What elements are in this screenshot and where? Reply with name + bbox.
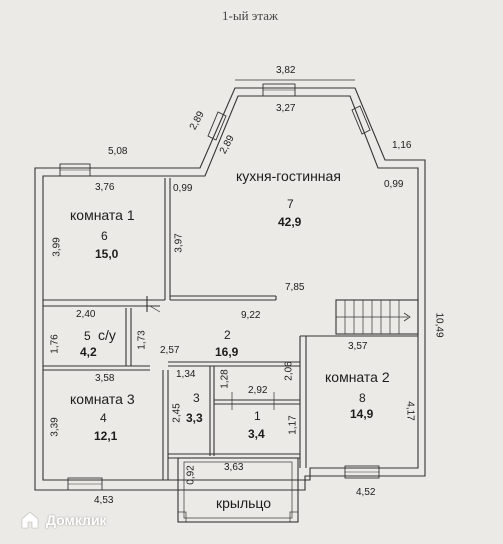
- window: [207, 111, 227, 141]
- window: [351, 105, 371, 135]
- dim-bay-top: 3,82: [276, 65, 296, 76]
- dim-r1-top: 2,92: [248, 385, 268, 396]
- dim-room3-left: 3,39: [49, 417, 61, 437]
- porch: [177, 457, 299, 523]
- room-3-number: 3: [193, 391, 200, 405]
- dim-top-left-outer: 5,08: [108, 146, 128, 157]
- dim-room1-left: 3,99: [51, 237, 63, 257]
- room-5-name: с/у: [98, 327, 116, 343]
- dim-kitchen-right-inner: 0,99: [384, 179, 404, 190]
- watermark-text: Домклик: [46, 512, 107, 528]
- dim-wc-left: 1,76: [49, 334, 61, 354]
- room-7-number: 7: [287, 197, 294, 211]
- dim-room1-right: 3,97: [173, 233, 185, 253]
- dim-r1-right: 1,17: [287, 415, 299, 435]
- dim-porch-top: 3,63: [224, 462, 244, 473]
- dim-bay-inner: 3,27: [276, 103, 296, 114]
- room-8-name: комната 2: [325, 369, 390, 385]
- dim-kitchen-bottom: 7,85: [285, 282, 305, 293]
- dim-bottom-right: 4,52: [356, 487, 376, 498]
- room-2-area: 16,9: [215, 345, 239, 359]
- room-7-area: 42,9: [278, 215, 302, 229]
- dim-wc-top: 2,40: [76, 309, 96, 320]
- room-6-name: комната 1: [70, 207, 135, 223]
- dim-hall-top: 9,22: [241, 310, 261, 321]
- room-1-number: 1: [254, 409, 261, 423]
- room-6-number: 6: [101, 229, 108, 243]
- dim-r3-left: 2,45: [171, 403, 183, 423]
- dim-room3-top: 3,58: [95, 373, 115, 384]
- room-6-area: 15,0: [95, 247, 119, 261]
- room-8-area: 14,9: [350, 407, 374, 421]
- dim-room1-top: 3,76: [95, 182, 115, 193]
- domclick-watermark: Домклик: [20, 510, 107, 530]
- dim-right-total: 10,49: [433, 312, 445, 338]
- room-3-area: 3,3: [186, 411, 203, 425]
- dim-r3-right: 1,28: [219, 369, 231, 389]
- dim-porch-left: 0,92: [185, 465, 197, 485]
- room-4-number: 4: [100, 411, 107, 425]
- dim-top-right-outer: 1,16: [392, 140, 412, 151]
- dim-bottom-left: 4,53: [94, 495, 114, 506]
- dim-wc-right: 1,73: [136, 330, 148, 350]
- room-2-number: 2: [224, 328, 231, 342]
- house-logo-icon: [21, 511, 39, 529]
- room-5-area: 4,2: [80, 345, 97, 359]
- dim-room2-right: 4,17: [404, 401, 416, 421]
- dim-room2-top: 3,57: [348, 341, 368, 352]
- room-7-name: кухня-гостинная: [236, 168, 341, 184]
- dim-kitchen-left-inner: 0,99: [173, 183, 193, 194]
- dim-hall-left: 2,57: [160, 345, 180, 356]
- room-5-number: 5: [84, 329, 91, 343]
- room-8-number: 8: [359, 391, 366, 405]
- room-4-name: комната 3: [70, 391, 135, 407]
- dim-r3-top: 1,34: [176, 369, 196, 380]
- room-1-area: 3,4: [248, 427, 265, 441]
- room-4-area: 12,1: [94, 429, 118, 443]
- floor-title: 1-ый этаж: [222, 8, 278, 23]
- outer-wall-inner: [42, 95, 419, 481]
- dim-room2-left: 2,06: [283, 361, 295, 381]
- porch-name: крыльцо: [216, 495, 272, 511]
